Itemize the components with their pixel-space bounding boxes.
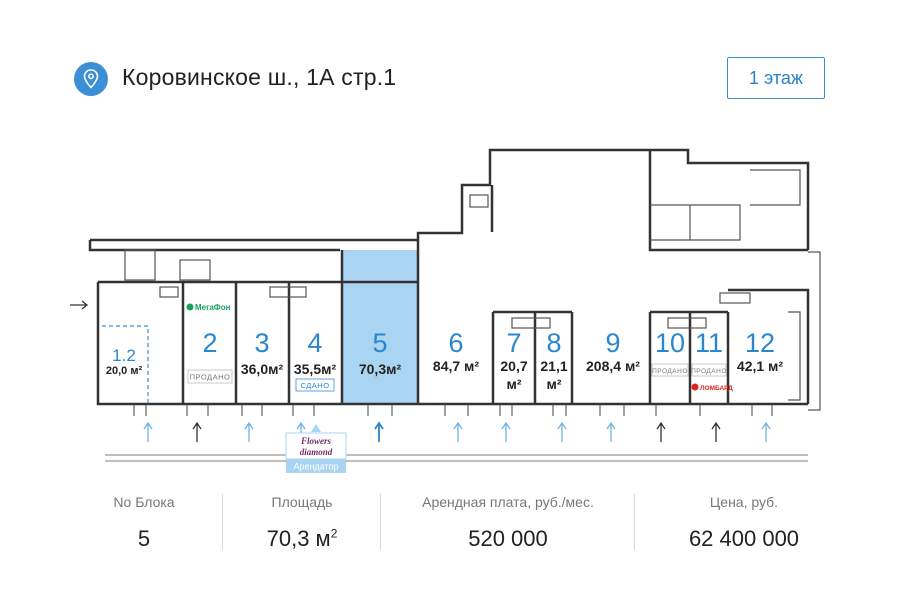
block-10-badge-text: ПРОДАНО: [652, 368, 688, 375]
entrance-arrows: [70, 300, 771, 442]
info-price-value: 62 400 000: [688, 526, 800, 551]
block-11-badge: [691, 363, 727, 377]
tenant-brand-line1: Flowers: [300, 436, 332, 446]
divider: [380, 494, 381, 550]
tenant-brand-line2: diamond: [300, 447, 333, 457]
block-5-number[interactable]: 5: [372, 328, 387, 358]
block-6-area: 84,7 м²: [433, 358, 479, 374]
info-area-unit: 2: [330, 526, 338, 541]
info-area-value: 70,3 м: [266, 526, 331, 551]
block-4-area: 35,5м²: [294, 361, 337, 377]
block-9-area: 208,4 м²: [586, 358, 640, 374]
block-12-number[interactable]: 12: [745, 328, 775, 358]
info-area-value-wrap: 70,3 м2: [232, 526, 372, 552]
block-9-number[interactable]: 9: [605, 328, 620, 358]
info-rent: Арендная плата, руб./мес. 520 000: [390, 494, 626, 552]
info-rent-value: 520 000: [468, 526, 548, 551]
block-4-badge: [295, 378, 335, 392]
plan-details: [124, 169, 821, 411]
address-title: Коровинское ш., 1А стр.1: [122, 64, 397, 90]
street-lines: [105, 454, 808, 462]
block-7-number[interactable]: 7: [506, 328, 521, 358]
block-2-tenant-logo: МегаФон: [195, 303, 231, 312]
block-2-number[interactable]: 2: [202, 328, 217, 358]
location-pin-icon: [74, 62, 108, 96]
info-rent-label: Арендная плата, руб./мес.: [422, 494, 594, 510]
block-8-area-value: 21,1: [540, 358, 567, 374]
block-2-badge-text: ПРОДАНО: [190, 373, 231, 382]
block-5-area: 70,3м²: [359, 361, 402, 377]
plan-doors: [133, 404, 773, 416]
info-price-label: Цена, руб.: [709, 494, 779, 510]
block-4-number[interactable]: 4: [307, 328, 322, 358]
block-4-badge-text: СДАНО: [300, 381, 329, 390]
block-2-badge: [187, 369, 233, 384]
block-8-number[interactable]: 8: [546, 328, 561, 358]
block-3-area: 36,0м²: [241, 361, 284, 377]
block-5-highlight[interactable]: [342, 250, 417, 403]
info-area: Площадь 70,3 м2: [232, 494, 372, 552]
floor-plan: 1.2 20,0 м² 2 ПРОДАНО МегаФон 3 36,0м² 4…: [70, 148, 821, 473]
lombard-logo-icon: [691, 383, 699, 391]
info-block-value: 5: [137, 526, 151, 551]
block-11-tenant-logo: ЛОМБАРД: [700, 385, 733, 392]
info-price: Цена, руб. 62 400 000: [644, 494, 844, 552]
tenant-callout: Flowers diamond Арендатор: [285, 424, 347, 473]
plan-walls: [88, 148, 810, 406]
block-11-number[interactable]: 11: [695, 328, 723, 358]
floor-selector-button[interactable]: 1 этаж: [727, 57, 825, 99]
block-info-panel: No Блока 5 Площадь 70,3 м2 Арендная плат…: [0, 480, 900, 600]
divider: [634, 494, 635, 550]
tenant-label: Арендатор: [293, 462, 338, 472]
block-1-2-outline: [102, 325, 149, 404]
block-6-number[interactable]: 6: [448, 328, 463, 358]
block-12-area: 42,1 м²: [737, 358, 783, 374]
block-10-badge: [651, 363, 689, 377]
block-3-number[interactable]: 3: [254, 328, 269, 358]
divider: [222, 494, 223, 550]
megafon-logo-icon: [186, 303, 194, 311]
block-10-number[interactable]: 10: [655, 328, 685, 358]
block-8-area-unit: м²: [546, 376, 561, 392]
info-block-number: No Блока 5: [84, 494, 204, 552]
block-11-badge-text: ПРОДАНО: [691, 368, 727, 375]
block-7-area-value: 20,7: [500, 358, 527, 374]
info-block-label: No Блока: [113, 494, 175, 510]
info-area-label: Площадь: [271, 494, 333, 510]
block-7-area-unit: м²: [506, 376, 521, 392]
block-1-2-number[interactable]: 1.2: [112, 346, 136, 365]
block-1-2-area: 20,0 м²: [106, 365, 143, 377]
header: Коровинское ш., 1А стр.1 1 этаж: [0, 0, 900, 140]
